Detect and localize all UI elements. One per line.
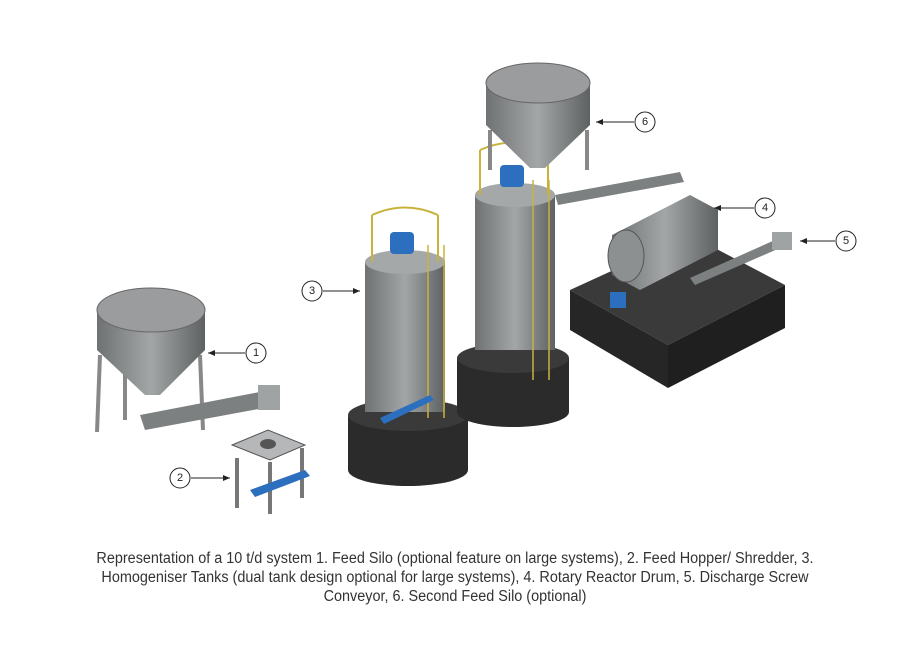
callout-2: 2 (169, 467, 230, 489)
figure-caption: Representation of a 10 t/d system 1. Fee… (96, 550, 814, 605)
callout-6: 6 (596, 111, 656, 133)
callout-3: 3 (301, 280, 360, 302)
homogeniser-tank-1 (348, 206, 468, 486)
svg-text:2: 2 (177, 472, 183, 484)
svg-text:4: 4 (762, 202, 768, 214)
callout-5: 5 (800, 230, 857, 252)
callout-4: 4 (714, 197, 776, 219)
feed-silo (95, 287, 280, 433)
homogeniser-tank-2 (457, 141, 569, 427)
callout-1: 1 (208, 342, 267, 364)
svg-text:5: 5 (843, 235, 849, 247)
rotary-reactor-drum (570, 195, 792, 388)
svg-text:3: 3 (309, 285, 315, 297)
svg-text:6: 6 (642, 116, 648, 128)
second-feed-silo (485, 62, 684, 205)
feed-hopper-shredder (230, 429, 310, 514)
svg-text:1: 1 (253, 347, 259, 359)
